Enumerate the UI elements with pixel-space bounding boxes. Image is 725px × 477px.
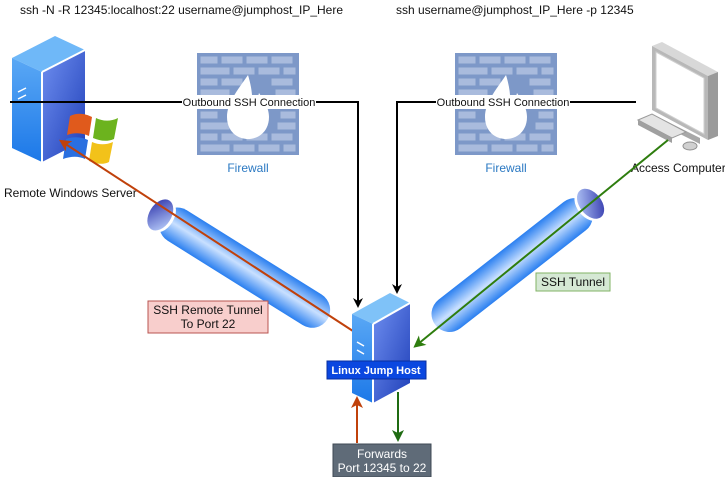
- client-connect-command: ssh username@jumphost_IP_Here -p 12345: [396, 3, 634, 17]
- ssh-tunnel-label-box: [535, 272, 611, 292]
- jump-host-label-box: [326, 360, 427, 380]
- outbound-connection-left-label: Outbound SSH Connection: [183, 97, 316, 109]
- remote-tunnel-command: ssh -N -R 12345:localhost:22 username@ju…: [20, 3, 343, 17]
- remote-tunnel-label-box: [147, 300, 269, 334]
- windows-logo-icon: [63, 113, 118, 164]
- firewall-right-label: Firewall: [485, 161, 526, 175]
- jump-host-label: Linux Jump Host: [331, 365, 421, 377]
- remote-tunnel-label-line1: SSH Remote Tunnel: [153, 303, 262, 317]
- forwards-line1: Forwards: [357, 447, 407, 461]
- firewall-left-label: Firewall: [227, 161, 268, 175]
- access-computer-icon: [636, 42, 718, 151]
- ssh-tunnel-label: SSH Tunnel: [541, 275, 605, 289]
- forwards-box: [332, 443, 432, 477]
- remote-windows-server-icon: [12, 36, 86, 162]
- forwards-line2: Port 12345 to 22: [338, 461, 427, 475]
- remote-tunnel-pipe: [147, 199, 331, 328]
- remote-tunnel-label-line2: To Port 22: [181, 317, 236, 331]
- ssh-tunnel-line: [413, 139, 669, 348]
- remote-windows-server-label: Remote Windows Server: [4, 186, 137, 200]
- linux-jump-host-icon: [352, 293, 411, 403]
- outbound-connection-right-label: Outbound SSH Connection: [437, 97, 570, 109]
- remote-tunnel-line: [58, 139, 357, 334]
- access-computer-label: Access Computer: [631, 161, 725, 175]
- outbound-connection-left-line: [10, 101, 363, 308]
